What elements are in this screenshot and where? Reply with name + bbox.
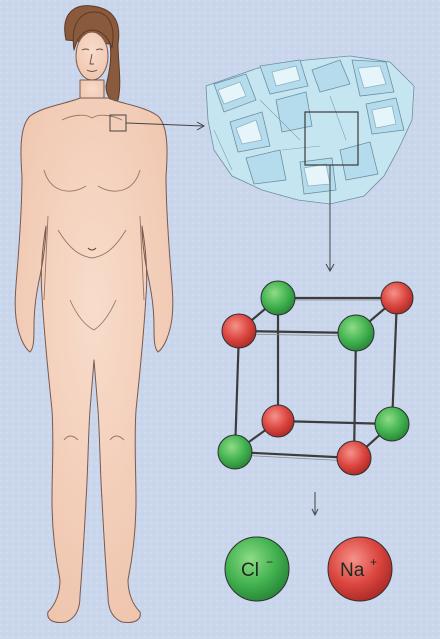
chloride-atom — [218, 435, 252, 469]
sodium-ion: Na + — [328, 537, 392, 601]
sodium-ion-charge: + — [370, 555, 377, 569]
chloride-ion: Cl − — [225, 537, 289, 601]
sodium-ion-symbol: Na — [340, 560, 365, 581]
chloride-ion-charge: − — [266, 555, 273, 569]
chloride-ion-symbol: Cl — [241, 560, 259, 581]
chloride-atom — [375, 407, 409, 441]
chloride-atom — [338, 315, 374, 351]
sodium-atom — [262, 405, 294, 437]
sodium-atom — [381, 282, 413, 314]
sodium-atom — [222, 314, 256, 348]
chloride-atom — [261, 281, 295, 315]
sodium-atom — [337, 441, 371, 475]
